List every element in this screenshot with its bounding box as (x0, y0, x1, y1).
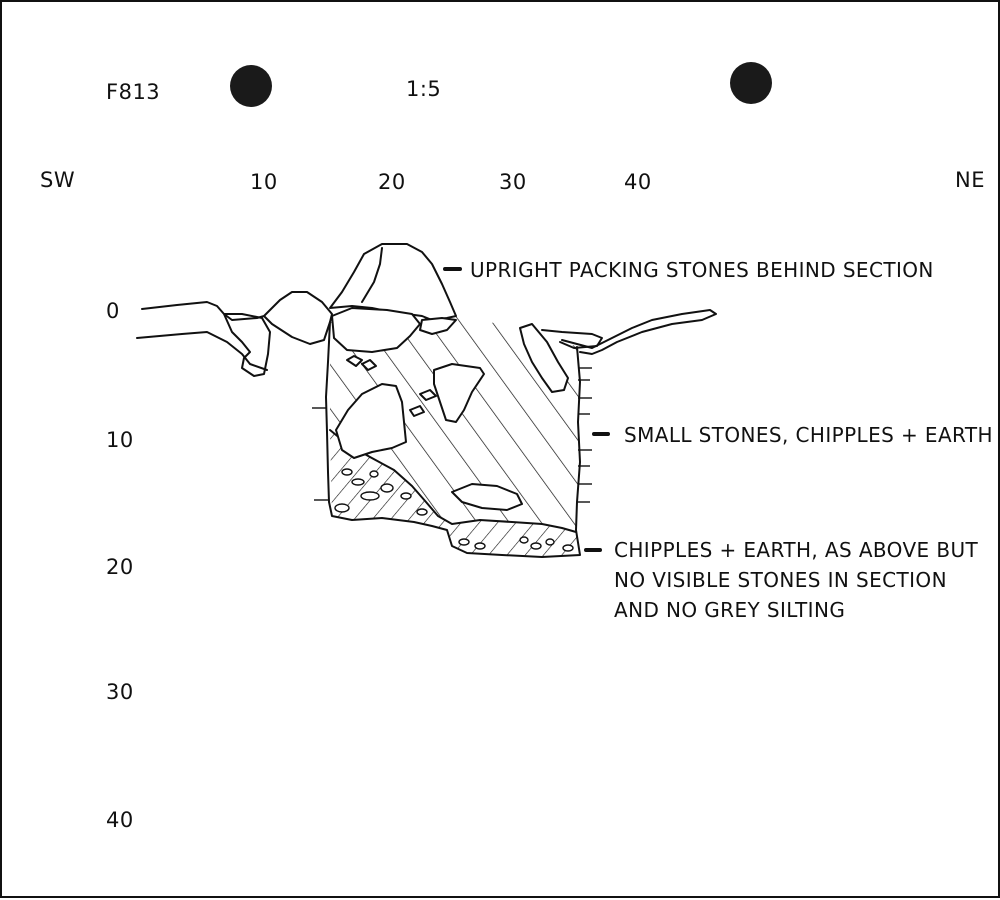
stone-small-3 (419, 389, 437, 401)
stone-center (433, 363, 485, 423)
ground-left-lower (136, 331, 268, 371)
stone-small-1 (346, 355, 363, 367)
v-scale-10: 10 (106, 428, 134, 452)
stone-lower-long (451, 483, 523, 511)
registration-dot-left (230, 65, 272, 107)
scale-label: 1:5 (406, 77, 442, 101)
lower-fill-layer (330, 430, 580, 557)
orientation-ne: NE (955, 168, 985, 192)
registration-dot-right (730, 62, 772, 104)
lower-pebbles (334, 464, 574, 552)
v-scale-20: 20 (106, 555, 134, 579)
packing-stone-edge (361, 247, 383, 303)
h-scale-20: 20 (378, 170, 406, 194)
h-scale-10: 10 (250, 170, 278, 194)
h-scale-30: 30 (499, 170, 527, 194)
v-scale-0: 0 (106, 299, 120, 323)
orientation-sw: SW (40, 168, 76, 192)
stone-small-2 (361, 359, 377, 371)
ground-surface-left (141, 291, 333, 345)
note-lower-fill-1: CHIPPLES + EARTH, AS ABOVE BUT (614, 538, 979, 562)
ground-right-stone (541, 329, 603, 349)
stone-right-upright (519, 323, 569, 393)
v-scale-30: 30 (106, 680, 134, 704)
h-scale-40: 40 (624, 170, 652, 194)
stone-top-left (331, 307, 421, 353)
stone-small-4 (409, 405, 425, 417)
v-scale-40: 40 (106, 808, 134, 832)
note-upper-fill: SMALL STONES, CHIPPLES + EARTH (624, 423, 993, 447)
ground-surface-right (561, 309, 717, 355)
layer-boundary (329, 429, 577, 533)
packing-stone-small (419, 317, 457, 335)
stone-large-left (335, 383, 407, 459)
feature-id: F813 (106, 80, 161, 104)
note-lower-fill-2: NO VISIBLE STONES IN SECTION (614, 568, 947, 592)
pit-outline (325, 321, 581, 558)
edge-ticks (312, 367, 592, 503)
stone-left (223, 313, 271, 377)
note-packing-stones: UPRIGHT PACKING STONES BEHIND SECTION (470, 258, 934, 282)
note-lower-fill-3: AND NO GREY SILTING (614, 598, 846, 622)
